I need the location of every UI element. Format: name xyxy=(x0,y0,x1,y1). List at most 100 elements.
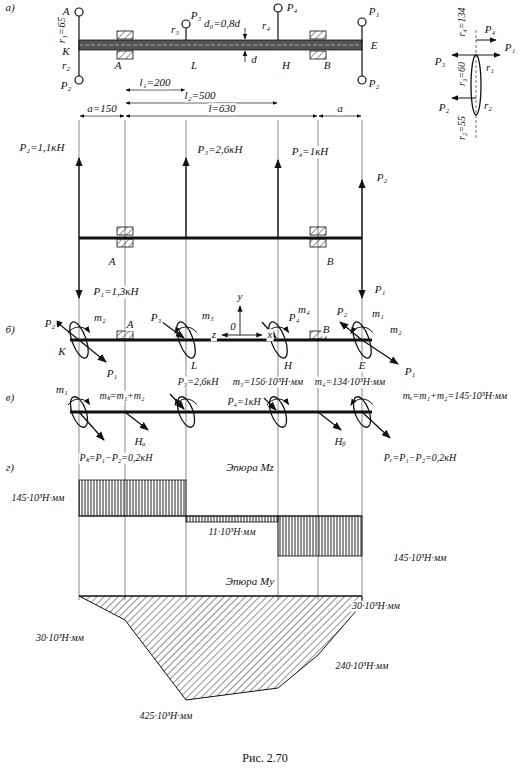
bearing-support xyxy=(310,227,326,235)
figure-label: L xyxy=(190,360,198,372)
force-arrow xyxy=(476,55,500,56)
force-arrow xyxy=(126,116,317,117)
pin-circle xyxy=(358,76,366,84)
figure-label: 11·10³Н·мм xyxy=(207,527,256,538)
bearing-support xyxy=(117,239,133,247)
figure-label: mₖ=m₁+m₂ xyxy=(98,391,145,402)
figure-label: P₁ xyxy=(504,42,517,54)
figure-label: а) xyxy=(4,2,15,14)
figure-label: P₂ xyxy=(376,172,389,184)
force-arrow xyxy=(78,238,79,298)
figure-label: Hₐ xyxy=(133,436,146,448)
figure-label: P₃ xyxy=(190,10,203,22)
force-arrow xyxy=(362,340,398,364)
shaft xyxy=(70,339,372,342)
figure-label: d xyxy=(250,54,258,66)
figure-label: P₃=2,6кН xyxy=(197,144,244,156)
force-arrow xyxy=(240,306,241,335)
force-arrow xyxy=(222,335,240,336)
figure-label: K xyxy=(61,46,70,58)
moment-arrow xyxy=(351,399,373,405)
moment-arrow xyxy=(351,327,373,333)
figure-label: P₁ xyxy=(404,366,417,378)
figure-label: z xyxy=(211,329,217,341)
figure-label: 240·10³Н·мм xyxy=(335,661,390,672)
pin-circle xyxy=(75,76,83,84)
figure-label: y xyxy=(237,291,244,303)
figure-label: P₂ xyxy=(438,102,451,114)
figure-label: P₂=1,1кН xyxy=(19,142,66,154)
force-arrow xyxy=(245,28,246,39)
force-arrow xyxy=(80,116,124,117)
bearing-support xyxy=(117,331,133,339)
moment-diagram xyxy=(79,480,186,516)
axis-line xyxy=(476,30,477,140)
figure-label: m₃ xyxy=(201,310,215,322)
force-arrow xyxy=(319,116,361,117)
figure-label: r₂ xyxy=(483,100,493,112)
shaft xyxy=(79,40,362,50)
figure-label: A xyxy=(126,319,135,331)
figure-label: m₁ xyxy=(55,384,69,396)
bearing-support xyxy=(117,51,133,59)
figure-label: Эпюра Mz xyxy=(225,462,275,474)
figure-label: P₄ xyxy=(286,2,299,14)
figure-label: m₃=156·10³Н·мм xyxy=(232,377,304,388)
force-arrow xyxy=(170,394,184,409)
force-arrow xyxy=(126,90,185,91)
bearing-support xyxy=(117,227,133,235)
figure-label: m₄ xyxy=(297,304,311,316)
figure-label: l₂=500 xyxy=(184,90,217,102)
figure-label: Pₑ=P₁−P₂=0,2кН xyxy=(383,453,458,464)
figure-label: a xyxy=(336,103,344,115)
figure-label: A xyxy=(114,60,123,72)
force-arrow xyxy=(452,98,476,99)
force-arrow xyxy=(361,180,362,238)
force-arrow xyxy=(452,55,476,56)
figure-label: A xyxy=(108,256,117,268)
gear-disc xyxy=(174,395,198,430)
figure-label: m₄=134·10³Н·мм xyxy=(314,377,386,388)
lever-arm xyxy=(78,14,79,78)
figure-label: 145·10³Н·мм xyxy=(393,553,448,564)
figure-label: E xyxy=(358,360,367,372)
force-arrow xyxy=(245,51,246,62)
force-arrow xyxy=(476,40,496,41)
bearing-support xyxy=(310,51,326,59)
station-line xyxy=(186,120,187,600)
bearing-support xyxy=(310,239,326,247)
figure-label: P₃ xyxy=(434,56,447,68)
figure-label: d₀=0,8d xyxy=(203,18,241,30)
figure-label: mₑ=m₁+m₂=145·10³Н·мм xyxy=(402,391,508,402)
station-line xyxy=(125,120,126,600)
pin-circle xyxy=(274,4,282,12)
figure-label: B xyxy=(323,60,332,72)
figure-label: r₄=134 xyxy=(457,6,468,37)
figure-label: A xyxy=(62,6,71,18)
figure-label: г) xyxy=(5,462,15,474)
figure-label: r₁ xyxy=(485,62,495,74)
figure-label: 425·10³Н·мм xyxy=(139,711,194,722)
bearing-support xyxy=(310,31,326,39)
force-arrow xyxy=(125,412,148,430)
pin-circle xyxy=(75,8,83,16)
figure-label: H xyxy=(283,360,293,372)
gear-disc xyxy=(265,320,291,360)
lever-arm xyxy=(277,10,278,40)
force-arrow xyxy=(361,238,362,298)
moment-diagram xyxy=(186,516,278,522)
figure-label: P₄ xyxy=(484,24,497,36)
figure-label: P₂ xyxy=(44,318,57,330)
force-arrow xyxy=(54,320,79,340)
figure-label: P₁ xyxy=(106,368,119,380)
figure-label: H xyxy=(281,60,291,72)
figure-label: P₃ xyxy=(150,312,163,324)
gear-disc xyxy=(173,320,199,360)
force-arrow xyxy=(264,398,276,410)
figure-label: P₁ xyxy=(368,6,381,18)
force-arrow xyxy=(185,158,186,238)
figure-label: l₁=200 xyxy=(139,77,172,89)
figure-label: P₄=1кН xyxy=(226,397,261,408)
moment-arrow xyxy=(175,327,197,333)
figure-label: B xyxy=(322,324,331,336)
